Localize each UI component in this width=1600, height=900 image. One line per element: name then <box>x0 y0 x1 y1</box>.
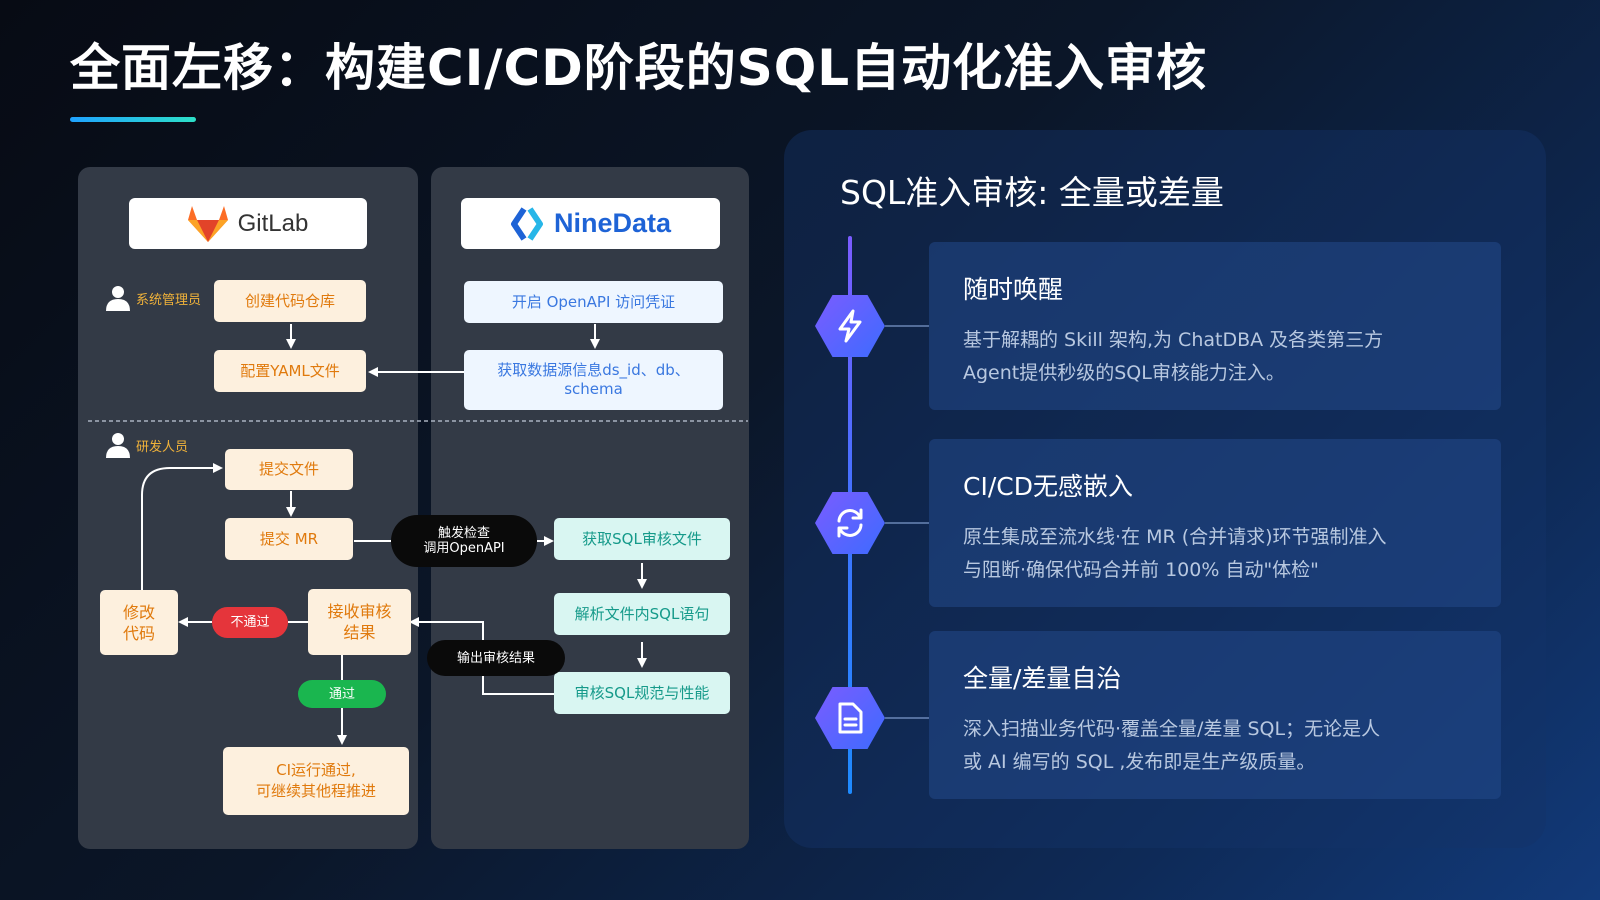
timeline-connector <box>885 522 929 524</box>
node-fix-line2: 代码 <box>122 623 155 643</box>
feature-card-desc-line2: Agent提供秒级的SQL审核能力注入。 <box>963 362 1285 384</box>
node-get-datasource-line1: 获取数据源信息ds_id、db、 <box>497 361 690 379</box>
feature-card-desc: 原生集成至流水线·在 MR (合并请求)环节强制准入 与阻断·确保代码合并前 1… <box>963 521 1467 587</box>
document-icon <box>838 702 863 734</box>
node-receive-result: 接收审核 结果 <box>308 589 411 655</box>
pill-pass: 通过 <box>298 680 386 708</box>
feature-card-1: 随时唤醒 基于解耦的 Skill 架构,为 ChatDBA 及各类第三方 Age… <box>929 242 1501 410</box>
role-dev-label: 研发人员 <box>136 439 189 455</box>
feature-heading: SQL准入审核: 全量或差量 <box>840 173 1224 212</box>
gitlab-logo-text: GitLab <box>237 209 309 237</box>
feature-card-desc: 深入扫描业务代码·覆盖全量/差量 SQL；无论是人 或 AI 编写的 SQL ,… <box>963 713 1467 779</box>
ninedata-logo: NineData <box>461 198 720 249</box>
timeline-node-3 <box>815 687 885 749</box>
feature-card-title: 随时唤醒 <box>963 275 1064 304</box>
feature-card-desc-line1: 深入扫描业务代码·覆盖全量/差量 SQL；无论是人 <box>963 718 1381 740</box>
node-ci-passed: CI运行通过, 可继续其他程推进 <box>223 747 409 815</box>
ninedata-panel <box>431 167 749 849</box>
feature-card-desc-line2: 与阻断·确保代码合并前 100% 自动"体检" <box>963 559 1319 581</box>
node-review-sql: 审核SQL规范与性能 <box>554 672 730 714</box>
feature-card-3: 全量/差量自治 深入扫描业务代码·覆盖全量/差量 SQL；无论是人 或 AI 编… <box>929 631 1501 799</box>
feature-card-title: 全量/差量自治 <box>963 664 1122 693</box>
node-parse-sql: 解析文件内SQL语句 <box>554 593 730 635</box>
pill-output-result: 输出审核结果 <box>427 640 565 676</box>
feature-card-desc-line2: 或 AI 编写的 SQL ,发布即是生产级质量。 <box>963 751 1316 773</box>
node-submit-mr: 提交 MR <box>225 518 353 560</box>
role-admin: 系统管理员 <box>106 285 201 311</box>
user-icon <box>106 433 130 458</box>
pill-trigger-check: 触发检查 调用OpenAPI <box>391 515 537 567</box>
lightning-icon <box>838 309 862 343</box>
node-get-datasource-line2: schema <box>564 380 623 398</box>
gitlab-logo: GitLab <box>129 198 367 249</box>
ninedata-mark-icon <box>510 206 543 241</box>
timeline-node-1 <box>815 295 885 357</box>
feature-card-2: CI/CD无感嵌入 原生集成至流水线·在 MR (合并请求)环节强制准入 与阻断… <box>929 439 1501 607</box>
feature-card-desc-line1: 基于解耦的 Skill 架构,为 ChatDBA 及各类第三方 <box>963 329 1384 351</box>
role-admin-label: 系统管理员 <box>136 292 202 308</box>
feature-card-title: CI/CD无感嵌入 <box>963 472 1133 501</box>
gitlab-fox-icon <box>187 205 228 242</box>
node-submit-file: 提交文件 <box>225 449 353 490</box>
node-ci-line1: CI运行通过, <box>276 761 356 779</box>
timeline-connector <box>885 717 929 719</box>
node-receive-line2: 结果 <box>343 623 376 642</box>
node-openapi-credential: 开启 OpenAPI 访问凭证 <box>464 281 723 323</box>
feature-card-desc-line1: 原生集成至流水线·在 MR (合并请求)环节强制准入 <box>963 526 1387 548</box>
node-create-repo: 创建代码仓库 <box>214 280 366 322</box>
node-get-sql-file: 获取SQL审核文件 <box>554 518 730 560</box>
node-config-yaml: 配置YAML文件 <box>214 350 366 392</box>
ninedata-logo-text: NineData <box>553 208 672 238</box>
title-underline <box>70 117 196 122</box>
pill-trigger-line1: 触发检查 <box>437 526 490 541</box>
user-icon <box>106 286 130 311</box>
pill-trigger-line2: 调用OpenAPI <box>423 541 505 556</box>
node-fix-code: 修改 代码 <box>100 590 178 655</box>
node-receive-line1: 接收审核 <box>327 602 392 621</box>
feature-card-desc: 基于解耦的 Skill 架构,为 ChatDBA 及各类第三方 Agent提供秒… <box>963 324 1467 390</box>
role-dev: 研发人员 <box>106 432 188 458</box>
page-title: 全面左移：构建CI/CD阶段的SQL自动化准入审核 <box>70 39 1208 97</box>
node-fix-line1: 修改 <box>122 602 155 622</box>
node-get-datasource: 获取数据源信息ds_id、db、 schema <box>464 350 723 410</box>
timeline-node-2 <box>815 492 885 554</box>
refresh-icon <box>837 508 863 538</box>
pill-fail: 不通过 <box>212 607 288 638</box>
node-ci-line2: 可继续其他程推进 <box>255 782 376 800</box>
timeline-connector <box>885 325 929 327</box>
